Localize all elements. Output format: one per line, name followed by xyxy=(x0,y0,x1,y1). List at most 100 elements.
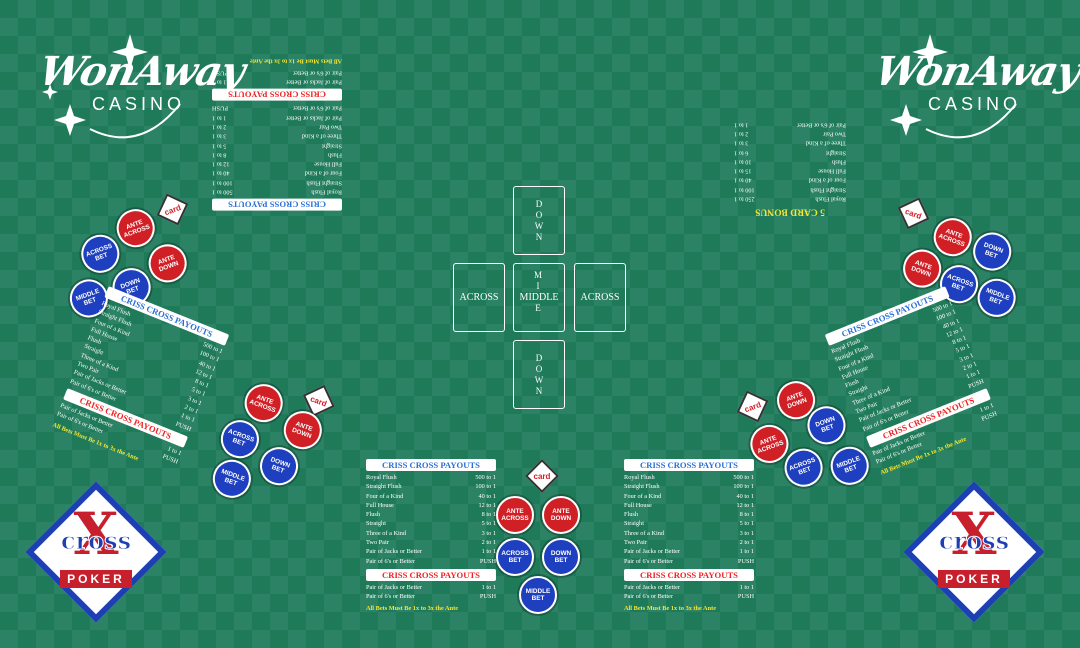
payout-value: 500 to 1 xyxy=(475,474,496,481)
payout-value: 5 to 1 xyxy=(212,142,227,150)
middle-box[interactable]: MILE MIDDLE xyxy=(513,263,565,332)
payout-value: 500 to 1 xyxy=(733,474,754,481)
payout-value: 40 to 1 xyxy=(736,492,755,500)
middle-bet-spot[interactable]: MIDDLE BET xyxy=(972,273,1021,323)
bonus-title: 5 CARD BONUS xyxy=(755,206,825,217)
hand-name: Straight Flush xyxy=(366,483,402,491)
card-icon: card xyxy=(736,390,769,423)
payout-value: 500 to 1 xyxy=(212,188,233,196)
payout-value: 2 to 1 xyxy=(481,539,496,547)
logo-cross: cross xyxy=(938,526,1010,556)
hand-name: Flush xyxy=(328,151,342,159)
down-bet-spot[interactable]: DOWN BET xyxy=(254,441,304,491)
payout-value: 5 to 1 xyxy=(739,520,754,528)
payout-value: PUSH xyxy=(212,104,229,112)
table-title: CRISS CROSS PAYOUTS xyxy=(624,459,754,471)
payout-value: 10 to 1 xyxy=(734,158,752,166)
middle-bet-spot[interactable]: MIDDLE BET xyxy=(825,441,875,491)
table-title-2: CRISS CROSS PAYOUTS xyxy=(366,568,496,581)
sparkle-icon xyxy=(890,34,1017,139)
wonaway-logo-right: WonAway CASINO xyxy=(866,34,1080,144)
hand-name: Flush xyxy=(624,511,638,519)
ante-across-spot[interactable]: ANTE ACROSS xyxy=(496,496,534,534)
across-bet-spot[interactable]: ACROSS BET xyxy=(496,538,534,576)
player-spot-center: card ANTE ACROSS ANTE DOWN ACROSS BET DO… xyxy=(494,458,586,618)
payout-row: Flush 8 to 1 xyxy=(212,150,342,159)
ante-note: All Bets Must Be 1x to 3x the Ante xyxy=(624,604,716,612)
payout-value: 12 to 1 xyxy=(212,160,230,168)
ante-across-spot[interactable]: ANTE ACROSS xyxy=(239,378,289,428)
logo-casino: CASINO xyxy=(928,94,1022,114)
ante-down-spot[interactable]: ANTE DOWN xyxy=(542,496,580,534)
hand-name: Full House xyxy=(624,501,652,509)
hand-name: Royal Flush xyxy=(815,195,846,203)
logo-cross: cross xyxy=(60,526,132,556)
across-bet-spot[interactable]: ACROSS BET xyxy=(75,229,125,279)
payout-value: 8 to 1 xyxy=(212,151,227,159)
payout-row: Straight 5 to 1 xyxy=(624,519,754,528)
hand-name: Straight Flush xyxy=(306,179,342,187)
hand-name: Pair of Jacks or Better xyxy=(286,78,342,86)
across-box-left[interactable]: ACROSS xyxy=(453,263,505,332)
logo-casino: CASINO xyxy=(92,94,186,114)
down-box-bottom[interactable]: DOWN xyxy=(513,340,565,409)
sparkle-icon xyxy=(42,34,181,139)
payout-value: 1 to 1 xyxy=(212,78,227,86)
hand-name: Straight xyxy=(624,520,644,528)
hand-name: Straight xyxy=(366,520,386,528)
card-icon: card xyxy=(897,197,930,230)
ante-down-spot[interactable]: ANTE DOWN xyxy=(143,239,193,288)
player-spot-lower-left: card ANTE ACROSS ANTE DOWN ACROSS BET DO… xyxy=(207,360,341,523)
down-box-top[interactable]: DOWN xyxy=(513,186,565,255)
hand-name: Pair of 6's or Better xyxy=(366,593,416,601)
hand-name: Full House xyxy=(818,167,846,175)
middle-bet-spot[interactable]: MIDDLE BET xyxy=(207,454,257,504)
middle-bet-spot[interactable]: MIDDLE BET xyxy=(519,576,557,614)
down-bet-spot[interactable]: DOWN BET xyxy=(967,227,1017,276)
down-label: DOWN xyxy=(534,198,544,243)
hand-name: Flush xyxy=(832,158,846,166)
ante-across-spot[interactable]: ANTE ACROSS xyxy=(111,203,161,253)
hand-name: Pair of 6's or Better xyxy=(624,557,674,565)
payout-value: 100 to 1 xyxy=(734,186,755,194)
logo-x: X xyxy=(951,500,997,568)
hand-name: Pair of 6's or Better xyxy=(624,593,674,601)
hand-name: Three of a Kind xyxy=(805,139,846,147)
ante-note: All Bets Must Be 1x to 3x the Ante xyxy=(366,604,458,612)
payout-row: Pair of Jacks or Better 1 to 1 xyxy=(212,77,342,86)
hand-name: Pair of Jacks or Better xyxy=(286,114,342,122)
payout-value: 100 to 1 xyxy=(212,179,233,187)
hand-name: Pair of 6's or Better xyxy=(796,121,846,129)
payout-value: PUSH xyxy=(212,69,229,77)
across-box-right[interactable]: ACROSS xyxy=(574,263,626,332)
payout-value: 100 to 1 xyxy=(475,483,496,491)
across-bet-spot[interactable]: ACROSS BET xyxy=(215,414,265,464)
hand-name: Pair of Jacks or Better xyxy=(366,583,422,591)
down-bet-spot[interactable]: DOWN BET xyxy=(542,538,580,576)
